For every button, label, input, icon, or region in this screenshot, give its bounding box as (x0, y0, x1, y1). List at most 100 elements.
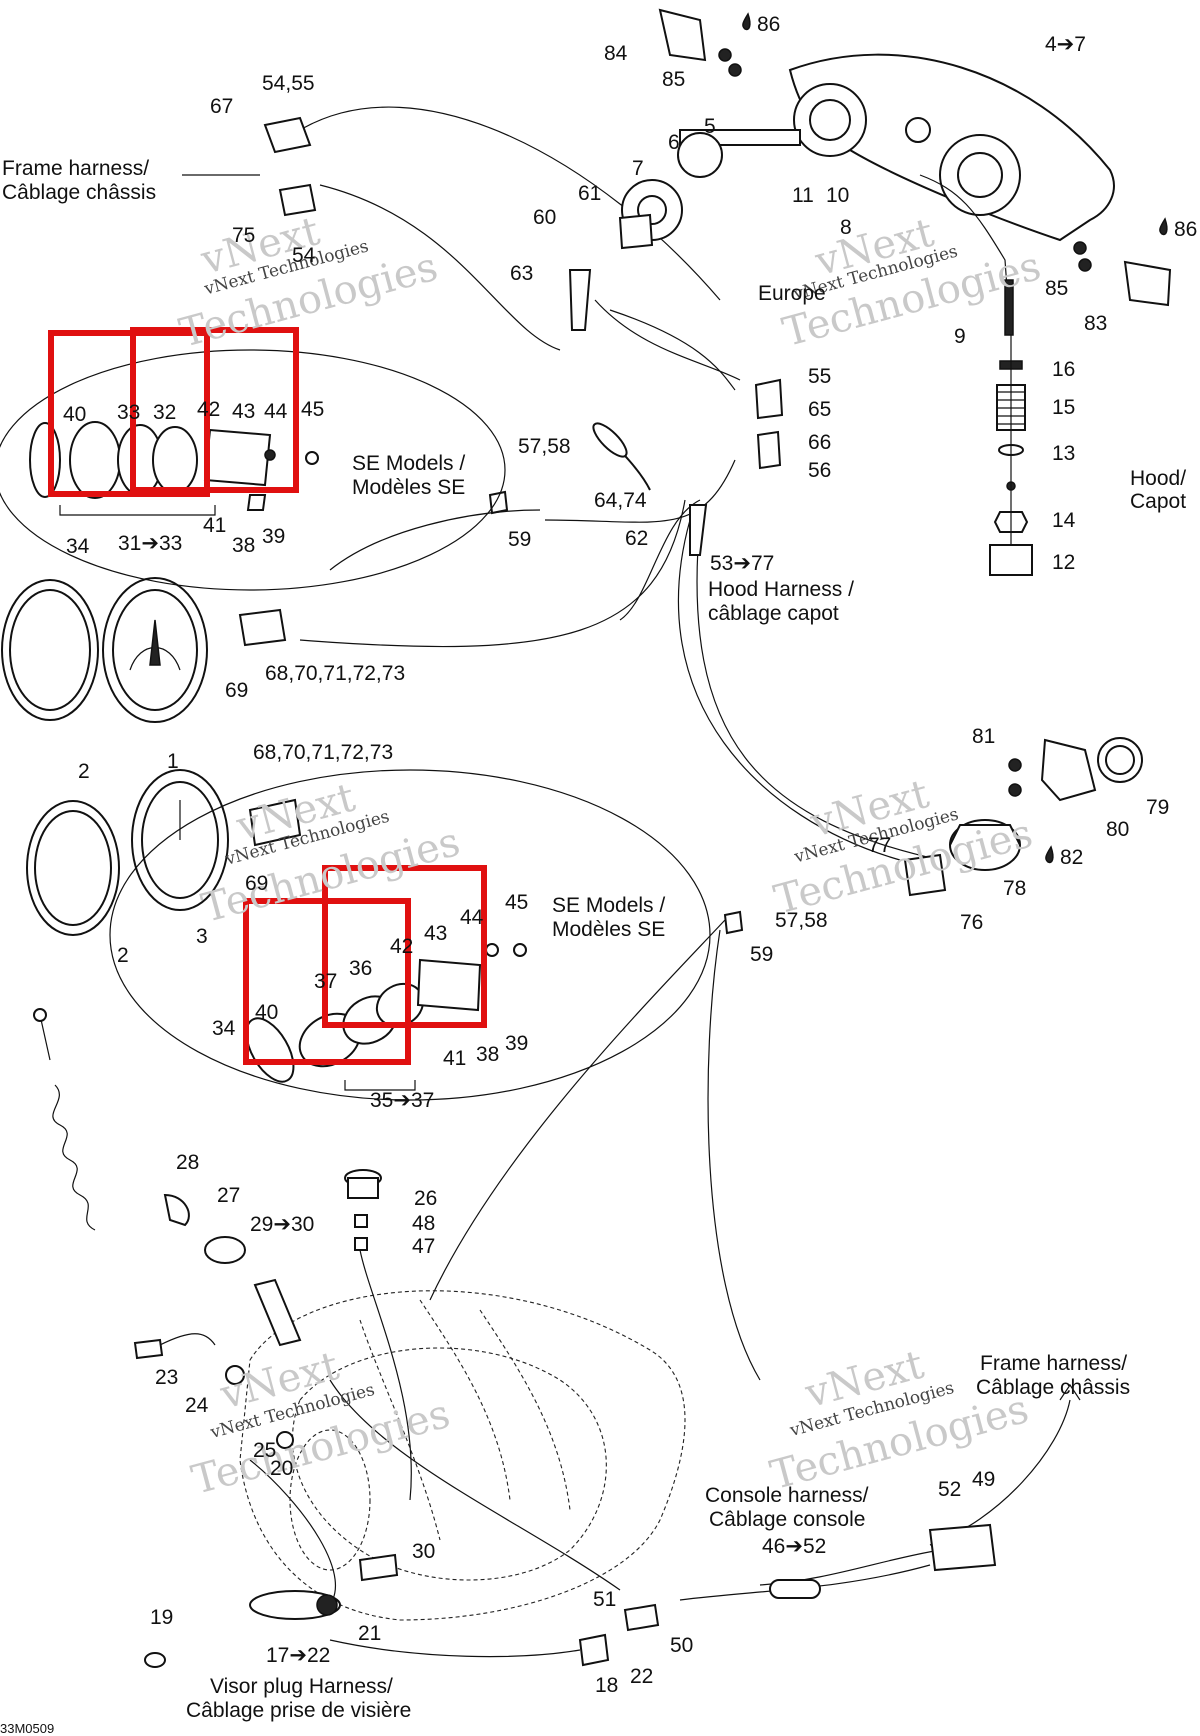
callout-c79: 79 (1146, 796, 1169, 819)
lower-connectors (133, 1169, 997, 1668)
caption-line: Câblage châssis (2, 181, 156, 204)
callout-c29_30: 29➔30 (250, 1213, 314, 1236)
callout-c76: 76 (960, 911, 983, 934)
callout-c15: 15 (1052, 396, 1075, 419)
speedometer-1 (102, 577, 208, 723)
callout-c54_55: 54,55 (262, 72, 315, 95)
callout-c36: 36 (349, 957, 372, 980)
callout-c77: 77 (868, 834, 891, 857)
callout-c13: 13 (1052, 442, 1075, 465)
callout-c9: 9 (954, 325, 966, 348)
headlight-housing (621, 53, 1115, 242)
callout-c60: 60 (533, 206, 556, 229)
callout-c25: 25 (253, 1439, 276, 1462)
adjuster-rod-9 (919, 174, 1014, 336)
frame-harness-top-label: Frame harness/ (2, 157, 149, 180)
oil-drop-icon (1159, 217, 1168, 236)
callout-c2b: 2 (117, 944, 129, 967)
callout-c59b: 59 (750, 943, 773, 966)
callout-c82: 82 (1060, 846, 1083, 869)
callout-c1: 1 (167, 750, 179, 773)
callout-c40b: 40 (255, 1001, 278, 1024)
se-models-top-label: SE Models / (352, 452, 465, 475)
callout-c69a: 69 (225, 679, 248, 702)
callout-c38b: 38 (476, 1043, 499, 1066)
callout-c42b: 42 (390, 935, 413, 958)
callout-c30: 30 (412, 1540, 435, 1563)
callout-c68a: 68,70,71,72,73 (265, 662, 405, 685)
callout-c24: 24 (185, 1394, 209, 1417)
gauge-bezel-2-top (1, 579, 99, 721)
callout-c8: 8 (840, 216, 852, 239)
callout-c43a: 43 (232, 400, 255, 423)
caption-line: Modèles SE (552, 918, 665, 941)
callout-c37: 37 (314, 970, 337, 993)
callout-c59a: 59 (508, 528, 531, 551)
bracket-83 (1073, 241, 1172, 307)
callout-c85b: 85 (1045, 277, 1068, 300)
hood-label: Hood/ (1130, 467, 1186, 490)
visor-harness-label: Visor plug Harness/ (210, 1675, 393, 1698)
callout-c42a: 42 (197, 398, 220, 421)
callout-c39a: 39 (262, 525, 285, 548)
callout-c41a: 41 (203, 514, 226, 537)
callout-c34a: 34 (66, 535, 90, 558)
diagram-code: 33M0509 (0, 1721, 54, 1736)
callout-c31_33: 31➔33 (118, 532, 182, 555)
callout-c64_74: 64,74 (594, 489, 647, 512)
hood-harness-label: Hood Harness / (708, 578, 854, 601)
callout-c48: 48 (412, 1212, 435, 1235)
highlight-boxes (48, 327, 487, 1065)
callout-c67: 67 (210, 95, 233, 118)
caption-line: Capot (1130, 490, 1186, 513)
callout-c45a: 45 (301, 398, 324, 421)
callout-c80: 80 (1106, 818, 1129, 841)
callout-c47: 47 (412, 1235, 435, 1258)
callout-c54: 54 (292, 244, 316, 267)
highlight-box-4 (322, 865, 487, 1028)
callout-c10: 10 (826, 184, 849, 207)
callout-c5: 5 (704, 115, 716, 138)
callout-c61: 61 (578, 182, 601, 205)
connectors-top (238, 116, 784, 935)
callout-c57_58b: 57,58 (775, 909, 828, 932)
callout-c44a: 44 (264, 400, 288, 423)
callout-c81: 81 (972, 725, 995, 748)
callout-c39b: 39 (505, 1032, 528, 1055)
callout-c26: 26 (414, 1187, 437, 1210)
highlight-box-1 (48, 330, 210, 497)
callout-c2a: 2 (78, 760, 90, 783)
console-harness-label: Console harness/ (705, 1484, 869, 1507)
callout-c52: 52 (938, 1478, 961, 1501)
callout-c83: 83 (1084, 312, 1107, 335)
callout-c40a: 40 (63, 403, 86, 426)
tether-cord (33, 1008, 302, 1347)
callout-c34b: 34 (212, 1017, 236, 1040)
callout-c50: 50 (670, 1634, 693, 1657)
frame-harness-bottom-label: Frame harness/ (980, 1352, 1127, 1375)
sensor-assembly (903, 737, 1143, 897)
callout-c21: 21 (358, 1622, 381, 1645)
gauge-bezel-2-bottom (26, 800, 120, 936)
europe-label: Europe (758, 282, 826, 305)
callout-c23: 23 (155, 1366, 178, 1389)
callout-c19: 19 (150, 1606, 173, 1629)
callout-c44b: 44 (460, 906, 484, 929)
callout-c38a: 38 (232, 534, 255, 557)
callout-c65: 65 (808, 398, 831, 421)
callout-c56: 56 (808, 459, 831, 482)
callout-c86b: 86 (1174, 218, 1197, 241)
se-models-bottom-label: SE Models / (552, 894, 665, 917)
callout-c33: 33 (117, 401, 140, 424)
callout-c20: 20 (270, 1457, 293, 1480)
callout-c18: 18 (595, 1674, 618, 1697)
callout-c7: 7 (632, 157, 644, 180)
oil-drop-icon (1045, 845, 1054, 864)
callout-c11: 11 (792, 184, 814, 207)
callout-c17_22: 17➔22 (266, 1644, 330, 1667)
callout-c35_37: 35➔37 (370, 1089, 434, 1112)
callout-c46_52: 46➔52 (762, 1535, 826, 1558)
callout-c32: 32 (153, 401, 176, 424)
bracket-84 (658, 8, 742, 77)
